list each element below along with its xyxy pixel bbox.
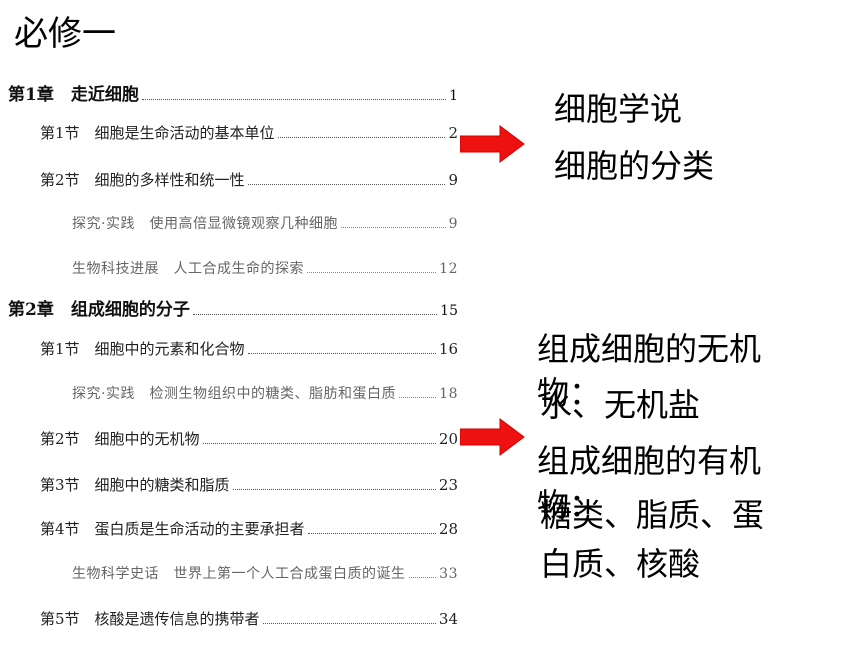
note-organic-overlap-a: 物：: [537, 486, 602, 524]
note-inorganic-items: 水、无机盐: [540, 386, 701, 424]
note-inorganic-title: 组成细胞的无机: [537, 330, 762, 368]
toc-page-number: 34: [438, 610, 458, 628]
dot-leader: [408, 577, 437, 578]
toc-entry-title: 第2节 细胞的多样性和统一性: [40, 171, 245, 189]
dot-leader: [247, 353, 436, 354]
toc-row-explore: 生物科学史话 世界上第一个人工合成蛋白质的诞生 33: [72, 563, 458, 583]
toc-entry-title: 第2节 细胞中的无机物: [40, 430, 200, 448]
note-organic-items-cont: 白质、核酸: [540, 545, 701, 583]
dot-leader: [202, 443, 436, 444]
table-of-contents: 第1章 走近细胞 1 第1节 细胞是生命活动的基本单位 2 第2节 细胞的多样性和统一性…: [0, 66, 465, 634]
dot-leader: [247, 184, 446, 185]
toc-page-number: 2: [448, 124, 458, 142]
note-organic-items: 糖类、脂质、蛋: [540, 496, 765, 534]
toc-entry-title: 第5节 核酸是遗传信息的携带者: [40, 610, 260, 628]
toc-page-number: 20: [438, 430, 458, 448]
toc-entry-title: 生物科技进展 人工合成生命的探索: [72, 261, 304, 277]
dot-leader: [192, 314, 438, 315]
toc-row-explore: 探究·实践 使用高倍显微镜观察几种细胞 9: [72, 213, 458, 233]
dot-leader: [232, 489, 436, 490]
toc-row-explore: 探究·实践 检测生物组织中的糖类、脂肪和蛋白质 18: [72, 383, 458, 403]
toc-entry-title: 生物科学史话 世界上第一个人工合成蛋白质的诞生: [72, 566, 406, 582]
toc-row-section: 第1节 细胞中的元素和化合物 16: [40, 338, 458, 359]
page-heading: 必修一: [14, 14, 116, 54]
toc-entry-title: 第4节 蛋白质是生命活动的主要承担者: [40, 520, 305, 538]
toc-entry-title: 第3节 细胞中的糖类和脂质: [40, 476, 230, 494]
dot-leader: [277, 137, 446, 138]
toc-entry-title: 第1章 走近细胞: [8, 85, 139, 105]
dot-leader: [141, 99, 447, 100]
toc-entry-title: 探究·实践 检测生物组织中的糖类、脂肪和蛋白质: [72, 386, 396, 402]
toc-page-number: 1: [449, 88, 458, 104]
note-inorganic-overlap-a: 物：: [537, 374, 602, 412]
dot-leader: [398, 397, 437, 398]
toc-row-section: 第2节 细胞中的无机物 20: [40, 428, 458, 449]
dot-leader: [307, 272, 437, 273]
toc-row-section: 第2节 细胞的多样性和统一性 9: [40, 169, 458, 190]
toc-page-number: 9: [448, 216, 458, 232]
toc-entry-title: 第1节 细胞中的元素和化合物: [40, 340, 245, 358]
toc-row-chapter: 第2章 组成细胞的分子 15: [8, 295, 458, 320]
toc-row-explore: 生物科技进展 人工合成生命的探索 12: [72, 258, 458, 278]
toc-page-number: 33: [439, 566, 458, 582]
note-cell-classification: 细胞的分类: [554, 147, 715, 185]
toc-row-section: 第4节 蛋白质是生命活动的主要承担者 28: [40, 518, 458, 539]
toc-row-section: 第3节 细胞中的糖类和脂质 23: [40, 474, 458, 495]
dot-leader: [340, 227, 446, 228]
toc-row-section: 第1节 细胞是生命活动的基本单位 2: [40, 122, 458, 143]
note-organic-title: 组成细胞的有机: [537, 442, 762, 480]
toc-entry-title: 第1节 细胞是生命活动的基本单位: [40, 124, 275, 142]
toc-entry-title: 探究·实践 使用高倍显微镜观察几种细胞: [72, 216, 338, 232]
toc-page-number: 18: [439, 386, 458, 402]
arrow-right-icon: [460, 125, 525, 163]
arrow-right-icon: [460, 418, 525, 456]
toc-page-number: 12: [439, 261, 458, 277]
note-cell-theory: 细胞学说: [554, 90, 683, 128]
toc-page-number: 28: [438, 520, 458, 538]
toc-row-chapter: 第1章 走近细胞 1: [8, 80, 458, 105]
dot-leader: [307, 533, 436, 534]
dot-leader: [262, 623, 436, 624]
toc-page-number: 15: [440, 303, 458, 319]
toc-page-number: 9: [448, 171, 458, 189]
toc-page-number: 23: [438, 476, 458, 494]
toc-page-number: 16: [438, 340, 458, 358]
toc-entry-title: 第2章 组成细胞的分子: [8, 300, 190, 320]
toc-row-section: 第5节 核酸是遗传信息的携带者 34: [40, 608, 458, 629]
